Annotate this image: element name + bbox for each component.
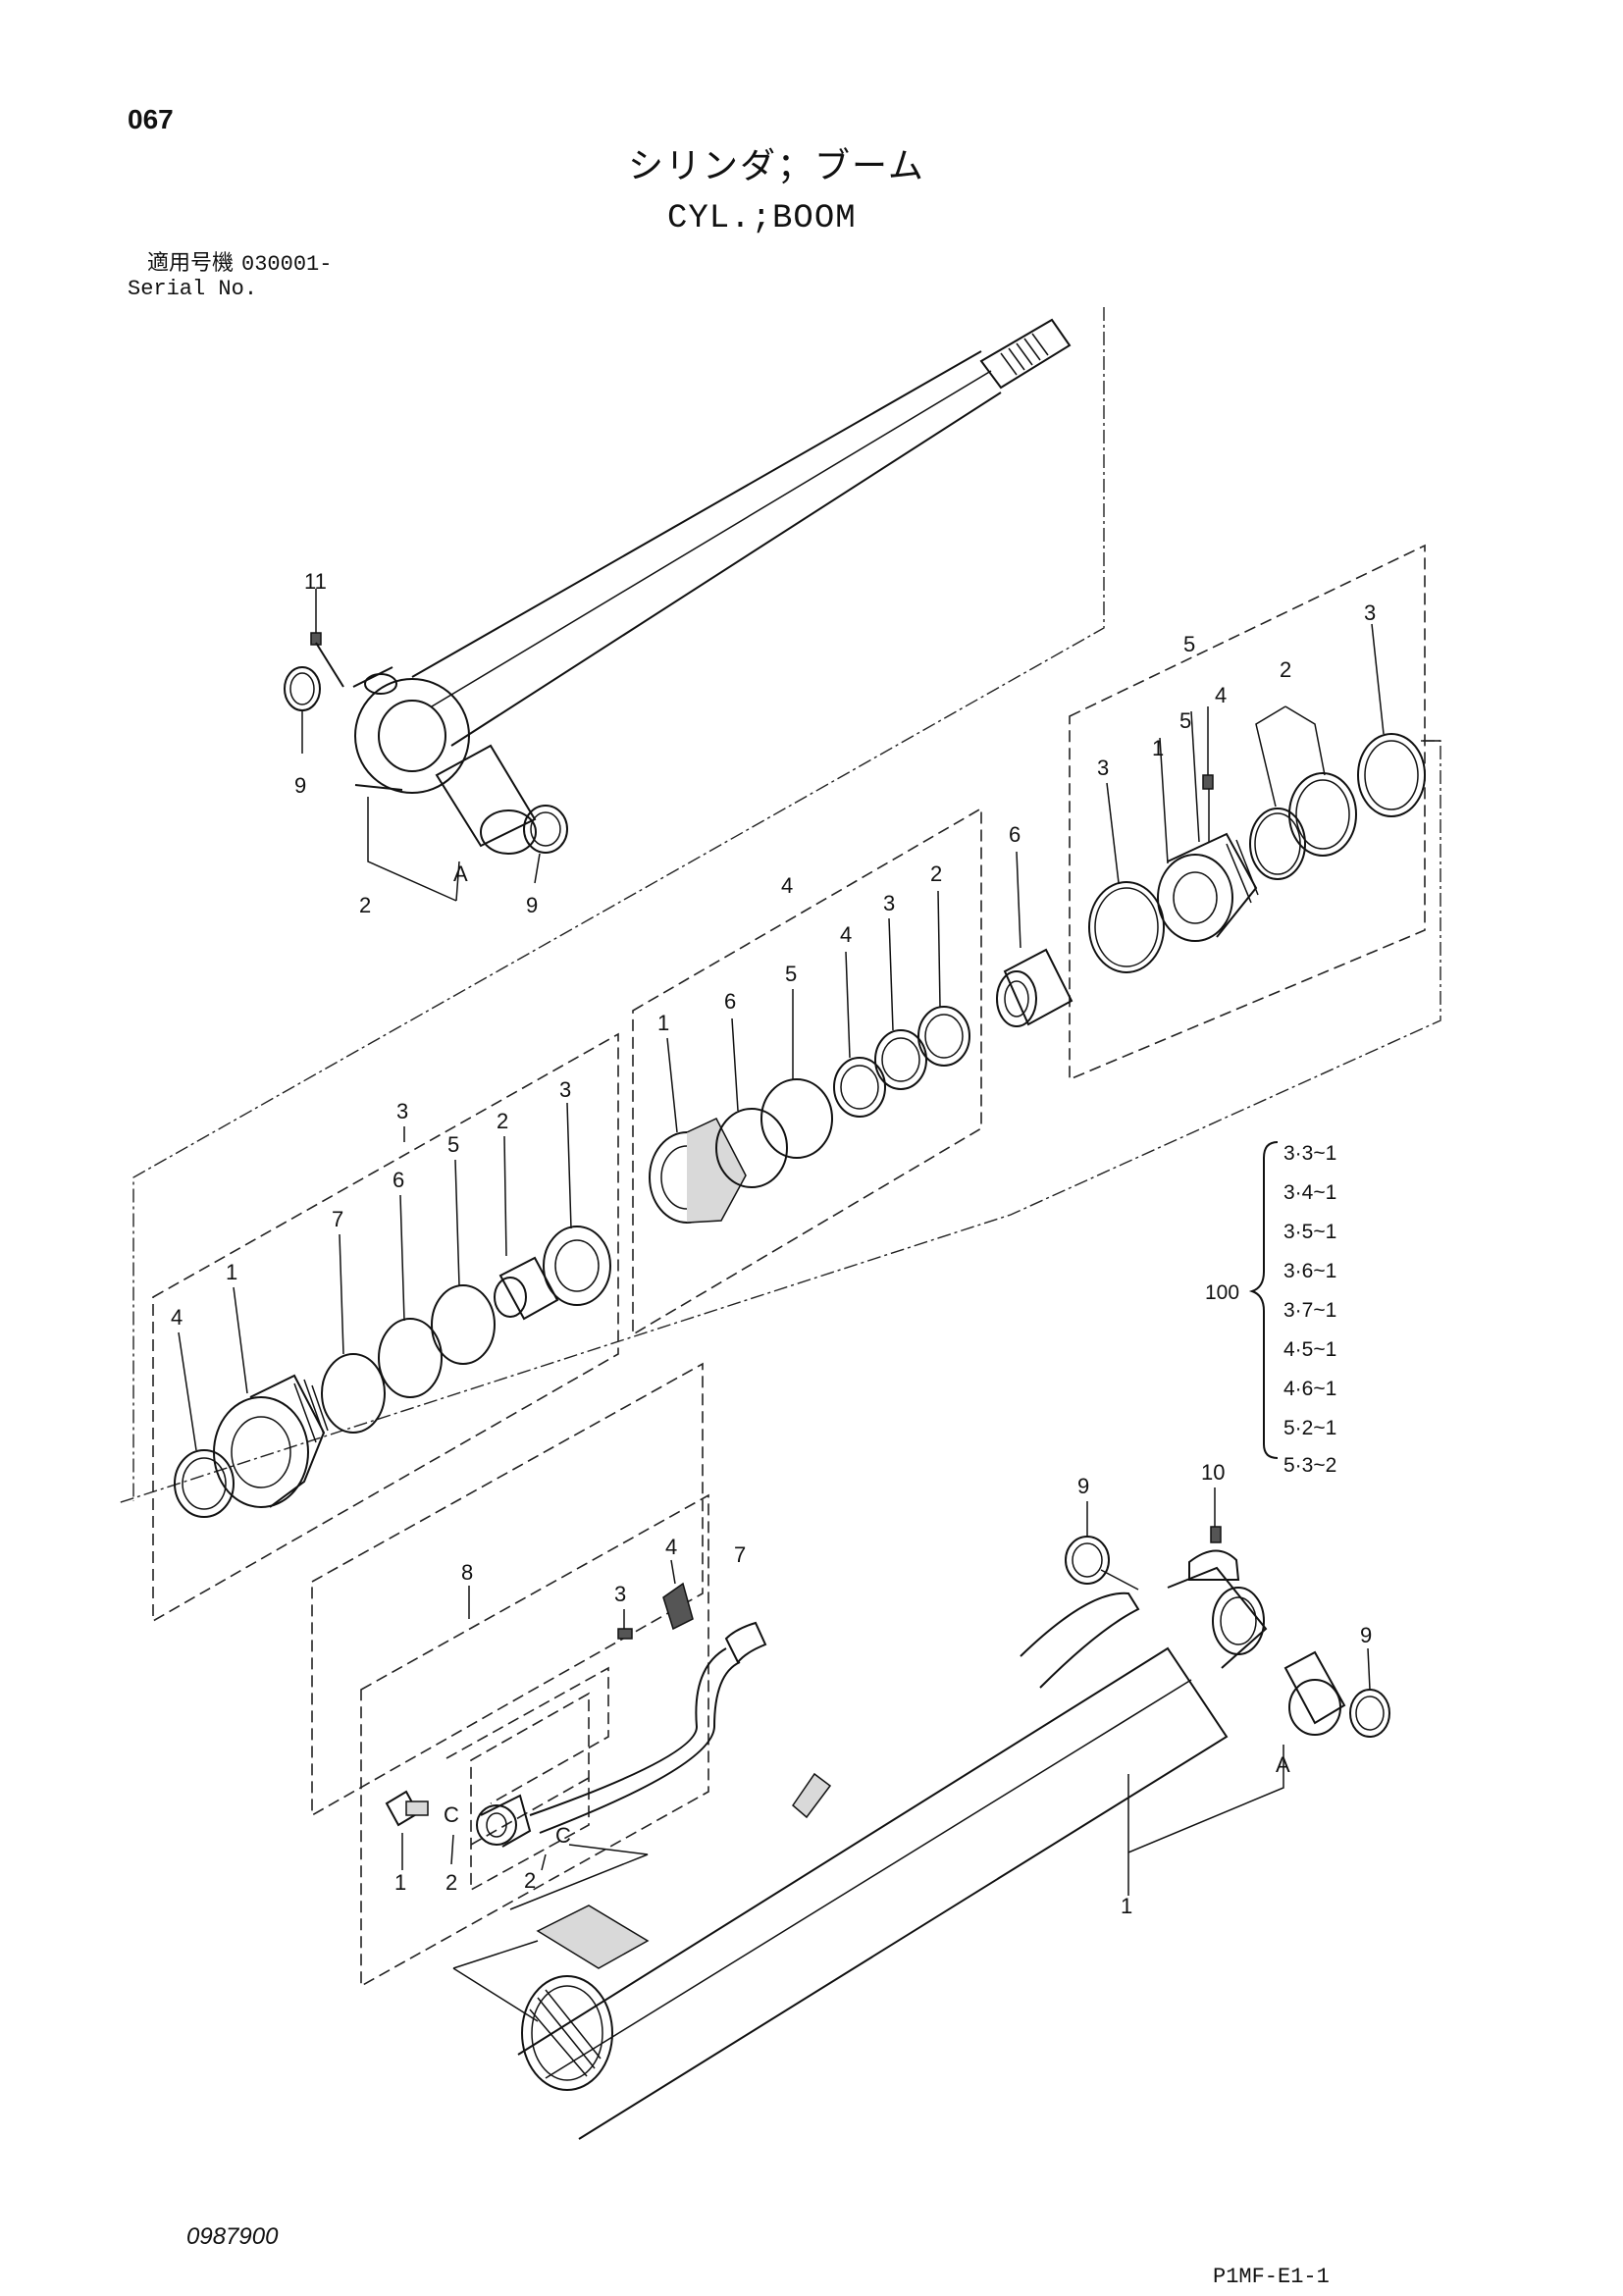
callout-packing-1: 1 [226,1260,237,1284]
bushing-6 [996,851,1073,1027]
callout-pipe-3: 3 [614,1582,626,1606]
kit-item: 4·5~1 [1283,1338,1336,1361]
callout-tube-10: 10 [1201,1460,1225,1485]
callout-pipe-4: 4 [665,1535,677,1559]
callout-rod-2: 2 [359,893,371,917]
callout-pipe-7: 7 [734,1542,746,1567]
callout-tube-9a: 9 [1077,1474,1089,1498]
callout-head-2: 2 [1280,657,1291,682]
serial-label-jp-text: 適用号機 [147,251,235,276]
piston-rod-assembly [132,307,1105,1501]
callout-piston-2: 2 [930,861,942,886]
page-code: P1MF-E1-1 [1213,2265,1330,2289]
kit-item: 3·4~1 [1283,1181,1336,1204]
svg-text:C: C [555,1823,571,1848]
callout-packing-group: 3 [396,1099,408,1123]
callout-packing-6: 6 [393,1168,404,1192]
kit-item: 3·3~1 [1283,1142,1336,1165]
svg-text:C: C [444,1802,459,1827]
pipe-group: C C [360,1493,767,1988]
callout-head-5: 5 [1179,708,1191,733]
callout-packing-5: 5 [447,1132,459,1157]
page-number: 067 [128,104,174,134]
callout-head-3a: 3 [1097,756,1109,780]
callout-piston-4: 4 [840,922,852,947]
callout-tube-a: A [1276,1752,1290,1777]
callout-head-1: 1 [1152,736,1164,760]
callout-pipe-group: 8 [461,1560,473,1585]
kit-item: 5·3~2 [1283,1454,1336,1477]
callout-piston-1: 1 [657,1011,669,1035]
callout-head-4: 4 [1215,683,1227,707]
callout-packing-7: 7 [332,1207,343,1231]
callout-pipe-2b: 2 [524,1868,536,1893]
kit-item: 3·5~1 [1283,1221,1336,1243]
callout-rod-11: 11 [304,569,327,594]
callout-tube-1: 1 [1121,1894,1132,1918]
callout-rod-9a: 9 [294,773,306,798]
packing-group [152,1032,619,1623]
serial-label-english: Serial No. [128,277,258,301]
callout-pipe-1: 1 [394,1870,406,1895]
kit-item: 3·6~1 [1283,1260,1336,1282]
callout-head-group: 5 [1183,632,1195,656]
cylinder-tube-assembly [311,1362,1390,2140]
callout-packing-4: 4 [171,1305,183,1330]
callout-head-3b: 3 [1364,600,1376,625]
kit-number: 100 [1205,1281,1239,1304]
drawing-number: 0987900 [186,2223,279,2250]
cylinder-head-group [117,544,1441,1504]
callout-labels: 11 9 2 A 9 5 4 5 1 3 2 3 6 4 1 6 5 4 3 2… [171,569,1376,1918]
kit-item: 3·7~1 [1283,1299,1336,1322]
kit-bracket [1248,1141,1279,1459]
callout-tube-9b: 9 [1360,1623,1372,1647]
callout-piston-6: 6 [724,989,736,1014]
kit-item: 5·2~1 [1283,1417,1336,1439]
callout-piston-5: 5 [785,962,797,986]
callout-rod-a: A [453,861,468,886]
callout-packing-3: 3 [559,1077,571,1102]
callout-piston-group: 4 [781,873,793,898]
callout-piston-3: 3 [883,891,895,915]
page-title-english: CYL.;BOOM [667,200,857,237]
piston-group [632,807,982,1336]
callout-packing-2: 2 [497,1109,508,1133]
callout-bushing-6: 6 [1009,822,1021,847]
callout-rod-9b: 9 [526,893,538,917]
kit-item: 4·6~1 [1283,1378,1336,1400]
callout-pipe-2a: 2 [445,1870,457,1895]
page-title-japanese: シリンダ；ブーム [628,146,925,186]
serial-value: 030001- [241,252,333,277]
seal-kit-list: 100 3·3~1 3·4~1 3·5~1 3·6~1 3·7~1 4·5~1 … [1205,1142,1336,1477]
